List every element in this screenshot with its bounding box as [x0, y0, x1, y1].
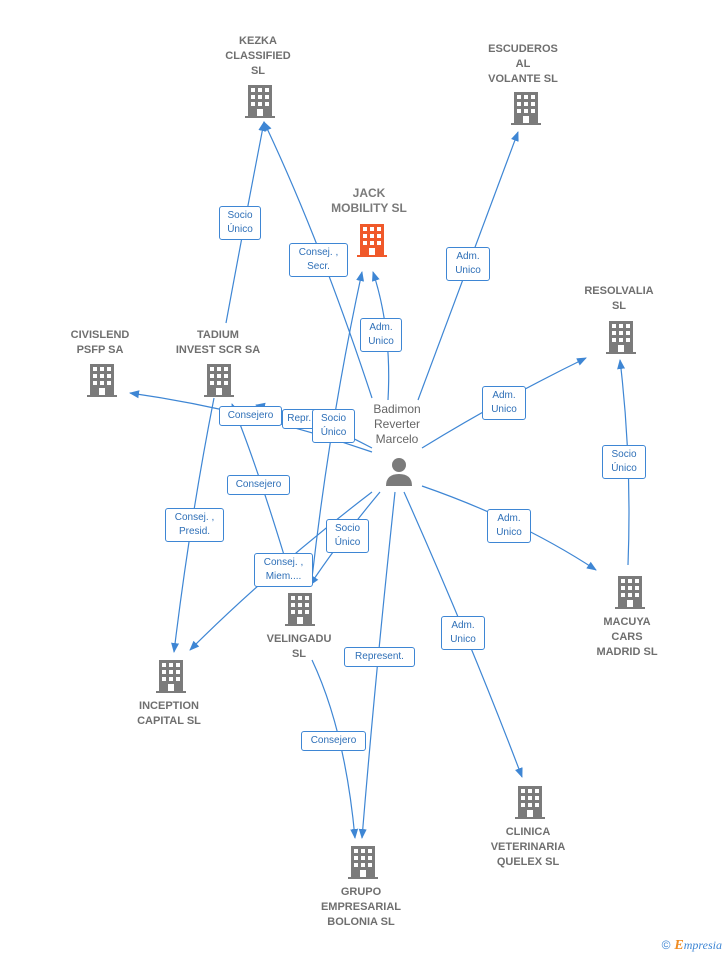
company-name-tadium[interactable]: TADIUM INVEST SCR SA	[175, 329, 261, 356]
building-icon-jack[interactable]	[357, 224, 387, 257]
edge-label-tadium-inception[interactable]: Consej. , Presid.	[165, 508, 224, 542]
edge-label-person-jack[interactable]: Adm. Unico	[360, 318, 402, 352]
person-name[interactable]: Badimon Reverter Marcelo	[373, 402, 421, 446]
building-icon-tadium[interactable]	[204, 364, 234, 397]
building-icon-civislend[interactable]	[87, 364, 117, 397]
edge-label-person-escuderos[interactable]: Adm. Unico	[446, 247, 490, 281]
edge-label-person-civislend[interactable]: Consejero	[219, 406, 282, 426]
edge-label-tadium-kezka[interactable]: Socio Único	[219, 206, 261, 240]
company-name-resolvalia[interactable]: RESOLVALIA SL	[584, 285, 654, 312]
building-icon-macuya[interactable]	[615, 576, 645, 609]
brand-logo-letter: E	[674, 938, 684, 953]
edge-label-velingadu-grupo[interactable]: Consejero	[301, 731, 366, 751]
building-icon-grupo[interactable]	[348, 846, 378, 879]
edge-label-person-clinica[interactable]: Adm. Unico	[441, 616, 485, 650]
building-icon-kezka[interactable]	[245, 85, 275, 118]
person-icon[interactable]	[386, 458, 412, 486]
edge-label-velingadu-jack[interactable]: Socio Único	[312, 409, 355, 443]
edge-label-velingadu-tadium[interactable]: Consejero	[227, 475, 290, 495]
edge-label-person-kezka[interactable]: Consej. , Secr.	[289, 243, 348, 277]
company-name-clinica[interactable]: CLINICA VETERINARIA QUELEX SL	[490, 826, 566, 868]
copyright-brand: ©Empresia	[662, 938, 722, 954]
building-icon-resolvalia[interactable]	[606, 321, 636, 354]
edge-label-macuya-resolvalia[interactable]: Socio Único	[602, 445, 646, 479]
company-name-escuderos[interactable]: ESCUDEROS AL VOLANTE SL	[488, 43, 558, 85]
brand-name: mpresia	[683, 938, 722, 952]
edge-label-person-resolvalia[interactable]: Adm. Unico	[482, 386, 526, 420]
edge-label-person-macuya[interactable]: Adm. Unico	[487, 509, 531, 543]
company-name-inception[interactable]: INCEPTION CAPITAL SL	[137, 700, 201, 727]
company-name-macuya[interactable]: MACUYA CARS MADRID SL	[596, 616, 658, 658]
company-name-jack[interactable]: JACK MOBILITY SL	[331, 186, 407, 215]
edge-label-person-grupo[interactable]: Represent.	[344, 647, 415, 667]
edge-label-person-velingadu-consej[interactable]: Consej. , Miem....	[254, 553, 313, 587]
edge-person-grupo	[358, 491, 396, 839]
company-name-kezka[interactable]: KEZKA CLASSIFIED SL	[225, 35, 291, 77]
company-name-grupo[interactable]: GRUPO EMPRESARIAL BOLONIA SL	[320, 886, 402, 928]
building-icon-inception[interactable]	[156, 660, 186, 693]
company-name-velingadu[interactable]: VELINGADU SL	[266, 633, 332, 660]
building-icon-clinica[interactable]	[515, 786, 545, 819]
copyright-symbol: ©	[661, 938, 671, 952]
company-name-civislend[interactable]: CIVISLEND PSFP SA	[70, 329, 130, 356]
edge-label-person-velingadu-socio[interactable]: Socio Único	[326, 519, 369, 553]
building-icon-escuderos[interactable]	[511, 92, 541, 125]
building-icon-velingadu[interactable]	[285, 593, 315, 626]
